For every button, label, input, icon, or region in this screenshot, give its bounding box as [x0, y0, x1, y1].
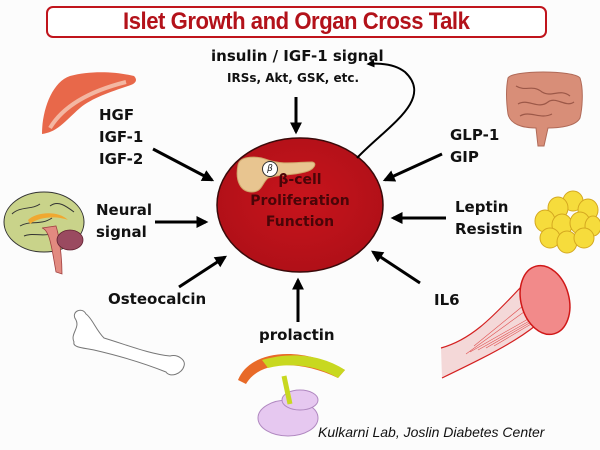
insulin-signal-title: insulin / IGF-1 signal — [211, 47, 384, 65]
osteocalcin-label: Osteocalcin — [108, 290, 207, 308]
liver-signal-hgf: HGF — [99, 106, 135, 124]
leptin-label: Leptin — [455, 198, 509, 216]
liver-signal-igf1: IGF-1 — [99, 128, 144, 146]
insulin-signal-subtitle: IRSs, Akt, GSK, etc. — [227, 71, 360, 85]
il6-label: IL6 — [434, 291, 460, 309]
pancreas-icon — [236, 156, 316, 193]
liver-signal-igf2: IGF-2 — [99, 150, 144, 168]
proliferation-label: Proliferation — [250, 193, 350, 209]
muscle-icon — [440, 264, 571, 379]
gut-signals: GLP-1 GIP — [450, 124, 499, 168]
arrow-gut — [382, 152, 443, 182]
center-label: β-cell Proliferation Function — [225, 170, 375, 233]
gip-label: GIP — [450, 148, 479, 166]
pituitary-icon — [238, 353, 345, 437]
signal-label: signal — [96, 223, 147, 241]
resistin-label: Resistin — [455, 220, 523, 238]
arrow-liver — [152, 147, 215, 182]
function-label: Function — [265, 214, 335, 230]
page-title: Islet Growth and Organ Cross Talk — [123, 8, 470, 35]
liver-signals: HGF IGF-1 IGF-2 — [99, 104, 143, 170]
adipocytes-icon — [534, 190, 600, 254]
prolactin-label: prolactin — [259, 326, 335, 344]
beta-badge: β — [262, 161, 278, 177]
bone-icon — [72, 309, 185, 376]
glp1-label: GLP-1 — [450, 126, 500, 144]
fat-signals: Leptin Resistin — [455, 196, 523, 240]
footer-credit: Kulkarni Lab, Joslin Diabetes Center — [318, 424, 545, 440]
brain-signals: Neural signal — [96, 199, 152, 243]
intestine-icon — [506, 71, 583, 147]
title-box: Islet Growth and Organ Cross Talk — [46, 6, 547, 38]
arrow-feedback — [356, 59, 416, 159]
brain-icon — [3, 191, 85, 275]
arrow-bone — [178, 255, 228, 289]
arrow-muscle — [370, 250, 421, 285]
neural-label: Neural — [96, 201, 153, 219]
beta-cell-label: β-cell — [278, 172, 322, 188]
